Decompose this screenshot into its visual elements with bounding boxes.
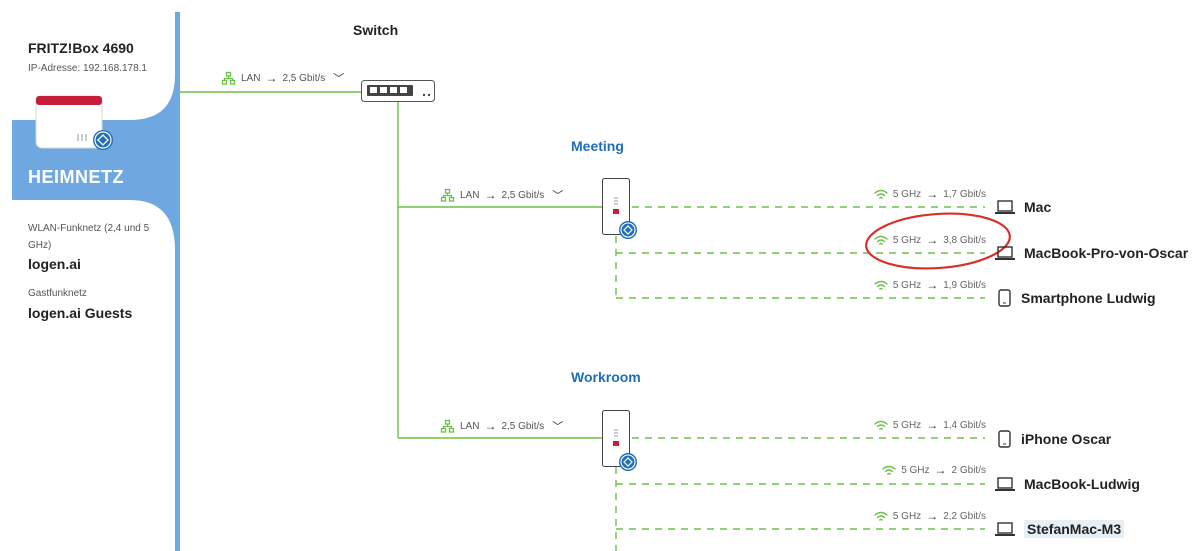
chevron-down-icon[interactable]: ﹀ [552,421,564,433]
chevron-down-icon[interactable]: ﹀ [333,73,345,85]
wifi-band: 5 GHz [892,234,922,246]
device-link-label: 5 GHz → 2,2 Gbit/s [846,509,986,523]
guest-wlan-label: Gastfunknetz [28,288,87,299]
device-link-label: 5 GHz → 1,9 Gbit/s [846,278,986,292]
fritzbox-router-icon[interactable] [35,95,122,152]
device-name: Mac [1024,199,1052,215]
switch-workroom-link[interactable]: LAN → 2,5 Gbit/s ﹀ [440,418,564,434]
device-name: Smartphone Ludwig [1021,290,1156,306]
lan-icon [440,188,455,202]
router-switch-link[interactable]: LAN → 2,5 Gbit/s ﹀ [221,70,345,86]
repeater-title-meeting[interactable]: Meeting [571,138,624,154]
guest-network-name[interactable]: logen.ai Guests [28,305,133,321]
device-name: MacBook-Ludwig [1024,476,1140,492]
highlight-annotation [865,212,1011,270]
arrow-right-icon: → [926,418,939,432]
device-link-label: 5 GHz → 1,4 Gbit/s [846,418,986,432]
device-mac[interactable]: Mac [995,199,1051,215]
wifi-speed: 1,9 Gbit/s [943,279,986,291]
wlan-label: WLAN-Funknetz (2,4 und 5 GHz) [28,223,150,251]
wifi-band: 5 GHz [892,419,922,431]
laptop-icon [995,477,1015,491]
arrow-right-icon: → [926,187,939,201]
link-speed: 2,5 Gbit/s [282,72,326,84]
smartphone-icon [998,430,1011,448]
link-type: LAN [460,420,480,432]
wifi-speed: 3,8 Gbit/s [943,234,986,246]
repeater-icon-meeting[interactable] [602,178,638,244]
wifi-speed: 2,2 Gbit/s [943,510,986,522]
sidebar-rail [175,12,180,551]
heimnetz-title: HEIMNETZ [28,167,124,187]
link-speed: 2,5 Gbit/s [501,420,545,432]
arrow-right-icon: → [926,278,939,292]
sidebar: FRITZ!Box 4690 IP-Adresse: 192.168.178.1… [0,0,180,551]
wifi-band: 5 GHz [901,464,930,476]
device-name: StefanMac-M3 [1024,520,1125,538]
device-link-label: 5 GHz → 3,8 Gbit/s [846,233,986,247]
router-name[interactable]: FRITZ!Box 4690 [28,40,134,56]
arrow-right-icon: → [934,463,947,477]
device-smartphone-ludwig[interactable]: Smartphone Ludwig [998,289,1156,307]
switch-icon[interactable] [361,80,437,104]
arrow-right-icon: → [926,233,939,247]
wifi-speed: 1,7 Gbit/s [943,188,986,200]
repeater-title-workroom[interactable]: Workroom [571,369,641,385]
device-macbook-pro-von-oscar[interactable]: MacBook-Pro-von-Oscar [995,245,1188,261]
device-iphone-oscar[interactable]: iPhone Oscar [998,430,1111,448]
wifi-icon [874,235,888,245]
link-type: LAN [241,72,261,84]
sidebar-shape [12,75,175,250]
laptop-icon [995,522,1015,536]
smartphone-icon [998,289,1011,307]
link-type: LAN [460,189,480,201]
arrow-right-icon: → [484,188,497,202]
switch-title[interactable]: Switch [353,22,399,38]
link-speed: 2,5 Gbit/s [501,189,545,201]
lan-icon [221,71,236,85]
wifi-band: 5 GHz [892,279,922,291]
switch-meeting-link[interactable]: LAN → 2,5 Gbit/s ﹀ [440,187,564,203]
wifi-icon [874,511,888,521]
arrow-right-icon: → [484,419,497,433]
router-ip: IP-Adresse: 192.168.178.1 [28,63,147,74]
device-name: MacBook-Pro-von-Oscar [1024,245,1189,261]
device-stefanmac-m3[interactable]: StefanMac-M3 [995,520,1125,538]
wifi-speed: 1,4 Gbit/s [943,419,986,431]
laptop-icon [995,246,1015,260]
arrow-right-icon: → [265,71,278,85]
chevron-down-icon[interactable]: ﹀ [552,190,564,202]
wifi-band: 5 GHz [892,510,922,522]
device-name: iPhone Oscar [1021,431,1112,447]
device-link-label: 5 GHz → 1,7 Gbit/s [846,187,986,201]
wifi-icon [874,280,888,290]
wifi-speed: 2 Gbit/s [951,464,986,476]
device-macbook-ludwig[interactable]: MacBook-Ludwig [995,476,1140,492]
device-link-label: 5 GHz → 2 Gbit/s [846,463,986,477]
laptop-icon [995,200,1015,214]
wifi-icon [882,465,896,475]
lan-icon [440,419,455,433]
wifi-band: 5 GHz [892,188,922,200]
arrow-right-icon: → [926,509,939,523]
wifi-icon [874,420,888,430]
wlan-network-name[interactable]: logen.ai [28,256,81,272]
repeater-icon-workroom[interactable] [602,410,638,476]
wifi-icon [874,189,888,199]
